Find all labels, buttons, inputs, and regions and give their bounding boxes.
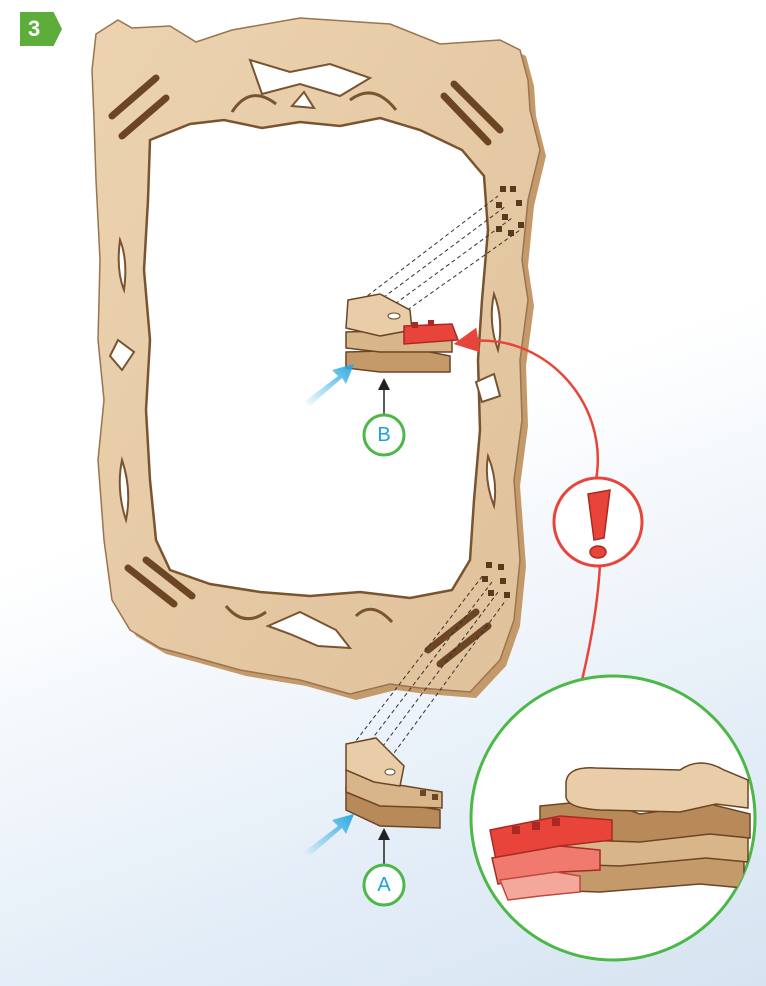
callout-label-a: A	[367, 868, 401, 902]
callout-label-b: B	[367, 418, 401, 452]
wooden-frame	[92, 18, 546, 700]
zoom-detail	[471, 676, 755, 960]
push-arrow-icon	[304, 814, 354, 856]
clamp-part-a	[346, 738, 442, 828]
